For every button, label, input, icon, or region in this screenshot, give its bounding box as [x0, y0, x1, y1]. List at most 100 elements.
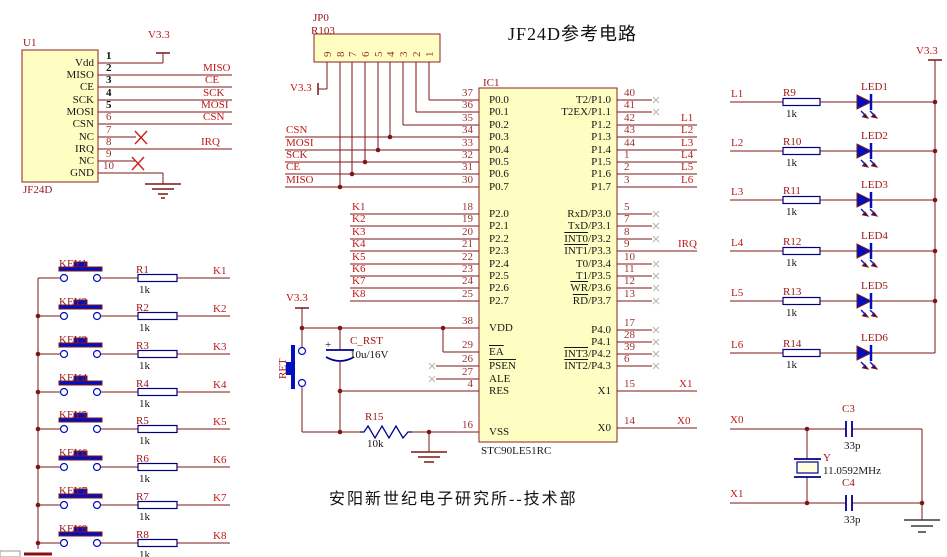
ic1-pin-p35: T1/P3.5	[575, 270, 611, 282]
ic1-pin-p31: TxD/P3.1	[567, 220, 611, 232]
net-k4: K4	[213, 379, 227, 391]
ic1-rnum-43: 43	[624, 124, 635, 136]
ic1-pin-p04: P0.4	[489, 144, 509, 156]
u1-pin-ce: CE	[79, 81, 94, 93]
net-x0-ic: X0	[677, 415, 691, 427]
ic1-pin-p15: P1.5	[591, 156, 611, 168]
ic1-rnum-11: 11	[624, 263, 635, 275]
r8-ref: R8	[136, 529, 149, 541]
jp0-num-7: 7	[347, 51, 359, 58]
r13-ref: R13	[783, 286, 802, 298]
net-l5: L5	[731, 287, 744, 299]
ic1-lnum-22: 22	[462, 251, 473, 263]
ic1-rnum-7: 7	[624, 213, 630, 225]
ic1-pin-psen: PSEN	[489, 360, 516, 372]
ic1-pin-ale: ALE	[489, 373, 511, 385]
ic1-rnum-5: 5	[624, 201, 630, 213]
u1-pin-vdd: Vdd	[75, 57, 94, 69]
ic1-pin-p43: INT2/P4.3	[564, 360, 611, 372]
net-k7: K7	[213, 492, 227, 504]
crystal-symbol	[794, 458, 821, 478]
net-irq-u1: IRQ	[201, 136, 220, 148]
key-circuit	[0, 261, 231, 557]
key2-ref: KEY2	[59, 296, 88, 308]
net-l6: L6	[731, 339, 744, 351]
u1-pin-gnd: GND	[70, 167, 94, 179]
c-rst-capacitor	[325, 349, 355, 362]
ic1-pin-p21: P2.1	[489, 220, 509, 232]
u1-block	[21, 49, 232, 199]
ic1-pin-p25: P2.5	[489, 270, 509, 282]
ic1-lnum-25: 25	[462, 288, 473, 300]
u1-pin-irq: IRQ	[75, 143, 94, 155]
led5-ref: LED5	[861, 280, 888, 292]
ic1-pin-p30: RxD/P3.0	[567, 208, 611, 220]
key7-ref: KEY7	[59, 485, 88, 497]
schematic-title: JF24D参考电路	[508, 24, 638, 44]
net-ce: CE	[286, 161, 301, 173]
r15-value: 10k	[367, 438, 384, 450]
r2-value: 1k	[139, 322, 150, 334]
ic1-pin-p10: T2/P1.0	[575, 94, 611, 106]
net-l4-ic: L4	[681, 149, 694, 161]
ic1-pin-x1: X1	[597, 385, 611, 397]
r11-ref: R11	[783, 185, 801, 197]
ic1-pin-p03: P0.3	[489, 131, 509, 143]
net-miso: MISO	[286, 174, 314, 186]
crst-plus: +	[325, 339, 332, 351]
ic1-lnum-27: 27	[462, 366, 473, 378]
ic1-lnum-32: 32	[462, 149, 473, 161]
ic1-pin-x0: X0	[597, 422, 611, 434]
net-k1-ic: K1	[352, 201, 366, 213]
u1-num-6: 6	[106, 111, 112, 123]
r10-ref: R10	[783, 136, 802, 148]
net-sck-u1: SCK	[203, 87, 225, 99]
ic1-pin-p06: P0.6	[489, 168, 509, 180]
jp0-num-5: 5	[373, 51, 385, 58]
net-miso-u1: MISO	[203, 62, 231, 74]
r7-value: 1k	[139, 511, 150, 523]
net-x0: X0	[730, 414, 744, 426]
u1-pin-nc1: NC	[78, 131, 94, 143]
reset-circuit	[286, 307, 447, 463]
u1-num-5: 5	[106, 99, 112, 111]
ic1-pin-p32-part: INT0	[564, 233, 589, 245]
ic1-rnum-13: 13	[624, 288, 635, 300]
ret-button-label: RET	[277, 358, 289, 379]
net-mosi-u1: MOSI	[201, 99, 229, 111]
jp0-part: R103	[311, 25, 335, 37]
ic1-rnum-40: 40	[624, 87, 635, 99]
r14-value: 1k	[786, 359, 797, 371]
r5-value: 1k	[139, 435, 150, 447]
ic1-pin-p37-part: /P3.7	[588, 295, 611, 307]
net-l1-ic: L1	[681, 112, 694, 124]
ic1-lnum-36: 36	[462, 99, 473, 111]
ic1-left-wires	[285, 136, 479, 302]
u1-num-10: 10	[103, 160, 114, 172]
u1-num-2: 2	[106, 62, 112, 74]
ic1-pin-p22: P2.2	[489, 233, 509, 245]
net-x1: X1	[730, 488, 744, 500]
ground-symbol-mid	[411, 451, 447, 463]
r1-ref: R1	[136, 264, 149, 276]
ic1-rnum-28: 28	[624, 329, 635, 341]
ic1-pin-p32: INT0/P3.2	[564, 233, 611, 245]
r15-ref: R15	[365, 411, 384, 423]
led4-ref: LED4	[861, 230, 888, 242]
u1-num-4: 4	[106, 87, 112, 99]
ic1-pin-p23: P2.3	[489, 245, 509, 257]
ground-symbol-crystal	[904, 519, 940, 533]
r4-ref: R4	[136, 378, 149, 390]
ic1-pin-p24: P2.4	[489, 258, 509, 270]
ic1-pin-p16: P1.6	[591, 168, 611, 180]
net-k3-ic: K3	[352, 226, 366, 238]
r7-ref: R7	[136, 491, 149, 503]
ic1-pin-p32-part: /P3.2	[588, 233, 611, 245]
r9-ref: R9	[783, 87, 796, 99]
ic1-rnum-3: 3	[624, 174, 630, 186]
u1-pin-nc2: NC	[78, 155, 94, 167]
ic1-block	[302, 87, 697, 443]
ret-button	[286, 345, 307, 389]
ic1-lnum-35: 35	[462, 112, 473, 124]
